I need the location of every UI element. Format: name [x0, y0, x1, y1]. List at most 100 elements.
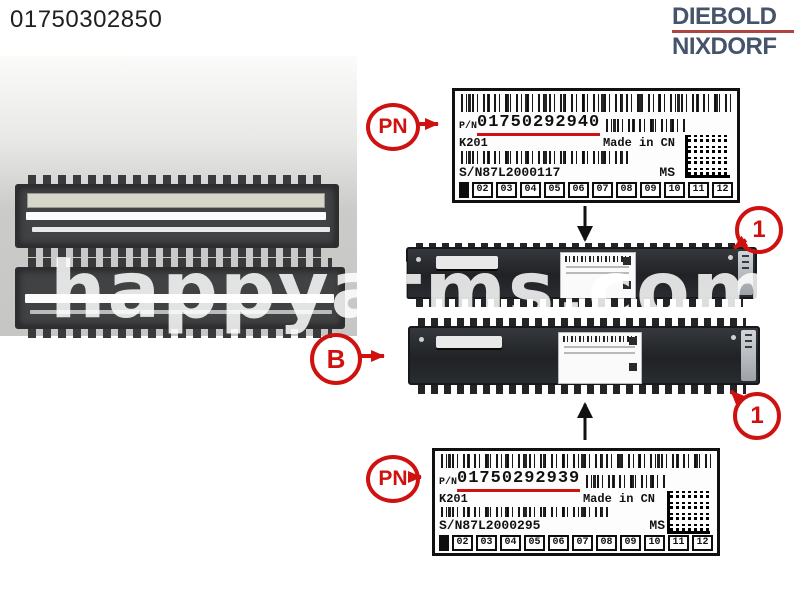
- comb-teeth-bottom: [28, 247, 326, 257]
- sn-row: S/N87L2000295 MS: [439, 518, 713, 533]
- brand-line-nixdorf: NIXDORF: [672, 33, 777, 60]
- serial-number: S/N87L2000295: [439, 518, 541, 533]
- callout-pn-top: PN: [366, 103, 420, 151]
- white-rail-thin: [30, 310, 332, 314]
- date-slot: 11: [688, 182, 709, 198]
- screw-dot: [419, 337, 424, 342]
- comb-teeth-bottom: [416, 298, 743, 307]
- callout-b: B: [310, 333, 362, 385]
- date-slot: 05: [524, 535, 545, 551]
- connector-slot: [436, 256, 498, 269]
- white-rail: [25, 294, 334, 303]
- brand-divider-rule: [672, 30, 794, 33]
- date-slot: 06: [568, 182, 589, 198]
- made-in: Made in CN: [602, 135, 675, 150]
- date-slot: 08: [616, 182, 637, 198]
- comb-teeth-top: [28, 258, 332, 268]
- mini-text-line: [564, 346, 635, 348]
- date-slot: 04: [520, 182, 541, 198]
- date-slot: 07: [592, 182, 613, 198]
- date-slot: 08: [596, 535, 617, 551]
- callout-label: PN: [378, 115, 408, 138]
- callout-label: PN: [378, 467, 408, 490]
- date-slot-filled: [439, 535, 449, 551]
- white-rail-thin: [32, 227, 330, 232]
- datamatrix-code: [667, 491, 710, 534]
- date-slot: 09: [620, 535, 641, 551]
- date-slot: 09: [640, 182, 661, 198]
- connector-slot: [436, 336, 502, 348]
- part-body: [15, 184, 339, 248]
- metal-end-cap: [741, 330, 756, 381]
- metal-end-cap: [738, 251, 753, 295]
- date-slot: 03: [476, 535, 497, 551]
- callout-pn-bottom: PN: [366, 455, 420, 503]
- mini-text-line: [566, 266, 629, 268]
- pn-number: 01750292940: [477, 113, 601, 136]
- mini-label: [560, 252, 636, 299]
- barcode-label-top: P/N 01750292940 K201 Made in CN S/N87L20…: [452, 88, 740, 203]
- comb-teeth-bottom: [418, 385, 746, 394]
- date-slot: 12: [712, 182, 733, 198]
- part-photo-back-b: [408, 318, 760, 394]
- barcode-main: [461, 94, 731, 112]
- mini-label: [558, 332, 642, 384]
- datamatrix-code: [685, 135, 730, 178]
- date-slot: 02: [472, 182, 493, 198]
- date-slot: 04: [500, 535, 521, 551]
- part-body: [15, 267, 345, 329]
- callout-label: B: [326, 343, 346, 374]
- pn-number: 01750292939: [457, 470, 581, 493]
- model-row: K201 Made in CN: [439, 492, 713, 506]
- serial-number: S/N87L2000117: [459, 165, 561, 180]
- pn-row: P/N 01750292939: [439, 470, 713, 493]
- white-rail: [26, 212, 326, 220]
- mini-glyph: [629, 363, 637, 371]
- photo-background: [0, 56, 357, 338]
- brand-logo: DIEBOLD NIXDORF: [672, 4, 794, 60]
- sn-row: S/N87L2000117 MS: [459, 165, 733, 180]
- barcode-serial: [461, 150, 631, 164]
- comb-teeth-top: [418, 318, 746, 327]
- mini-text-line: [566, 272, 629, 274]
- mini-glyph: [629, 337, 637, 345]
- mini-text-line: [564, 352, 635, 354]
- barcode-small: [586, 475, 669, 489]
- callout-label: 1: [750, 402, 764, 429]
- callout-one-bottom: 1: [733, 392, 781, 440]
- date-slot: 12: [692, 535, 713, 551]
- callout-one-top: 1: [735, 206, 783, 254]
- comb-teeth-top: [416, 243, 743, 248]
- ms-code: MS: [649, 518, 665, 533]
- date-slot: 03: [496, 182, 517, 198]
- screw-dot: [731, 335, 736, 340]
- sensor-strip: [27, 193, 325, 208]
- date-slot: 05: [544, 182, 565, 198]
- part-photo-front-top: [15, 175, 339, 257]
- date-slot: 10: [644, 535, 665, 551]
- screw-dot: [416, 257, 421, 262]
- part-photo-front-bottom: [15, 258, 345, 338]
- page-part-number: 01750302850: [10, 6, 163, 33]
- part-photo-back-a: [406, 243, 757, 307]
- made-in: Made in CN: [582, 492, 655, 507]
- screw-dot: [728, 255, 733, 260]
- date-slot: 11: [668, 535, 689, 551]
- mini-glyph: [623, 281, 631, 289]
- model-code: K201: [459, 135, 488, 150]
- date-slot: 06: [548, 535, 569, 551]
- part-body: [408, 326, 760, 385]
- brand-line-diebold: DIEBOLD: [672, 3, 777, 30]
- date-slot: 02: [452, 535, 473, 551]
- pn-prefix: P/N: [459, 120, 478, 132]
- pn-prefix: P/N: [439, 477, 458, 489]
- comb-teeth-top: [28, 175, 326, 185]
- callout-label: 1: [752, 216, 766, 243]
- mini-barcode: [563, 336, 637, 342]
- watermark-text: happyatms.com: [50, 246, 776, 336]
- date-slot: 07: [572, 535, 593, 551]
